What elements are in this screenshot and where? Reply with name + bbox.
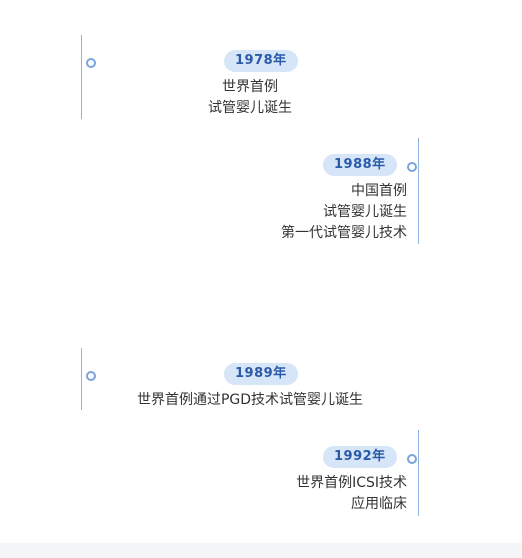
event-text-line: 世界首例ICSI技术 — [296, 475, 407, 491]
event-text-line: 试管婴儿诞生 — [323, 204, 407, 220]
timeline-dot — [86, 58, 96, 68]
timeline-line — [418, 138, 419, 244]
event-text-line: 世界首例通过PGD技术试管婴儿诞生 — [136, 392, 364, 408]
timeline-line — [81, 35, 82, 119]
event-text-line: 试管婴儿诞生 — [208, 100, 292, 116]
year-badge: 1989年 — [224, 363, 298, 385]
event-text-line: 世界首例 — [222, 79, 278, 95]
year-badge: 1978年 — [224, 50, 298, 72]
event-text-line: 第一代试管婴儿技术 — [281, 225, 407, 241]
timeline-dot — [407, 162, 417, 172]
event-text-line: 应用临床 — [351, 496, 407, 512]
year-badge: 1992年 — [323, 446, 397, 468]
bottom-divider — [0, 543, 522, 558]
year-badge: 1988年 — [323, 154, 397, 176]
timeline-dot — [86, 371, 96, 381]
event-text-line: 中国首例 — [351, 183, 407, 199]
timeline-line — [81, 348, 82, 410]
timeline-line — [418, 430, 419, 516]
timeline-dot — [407, 454, 417, 464]
